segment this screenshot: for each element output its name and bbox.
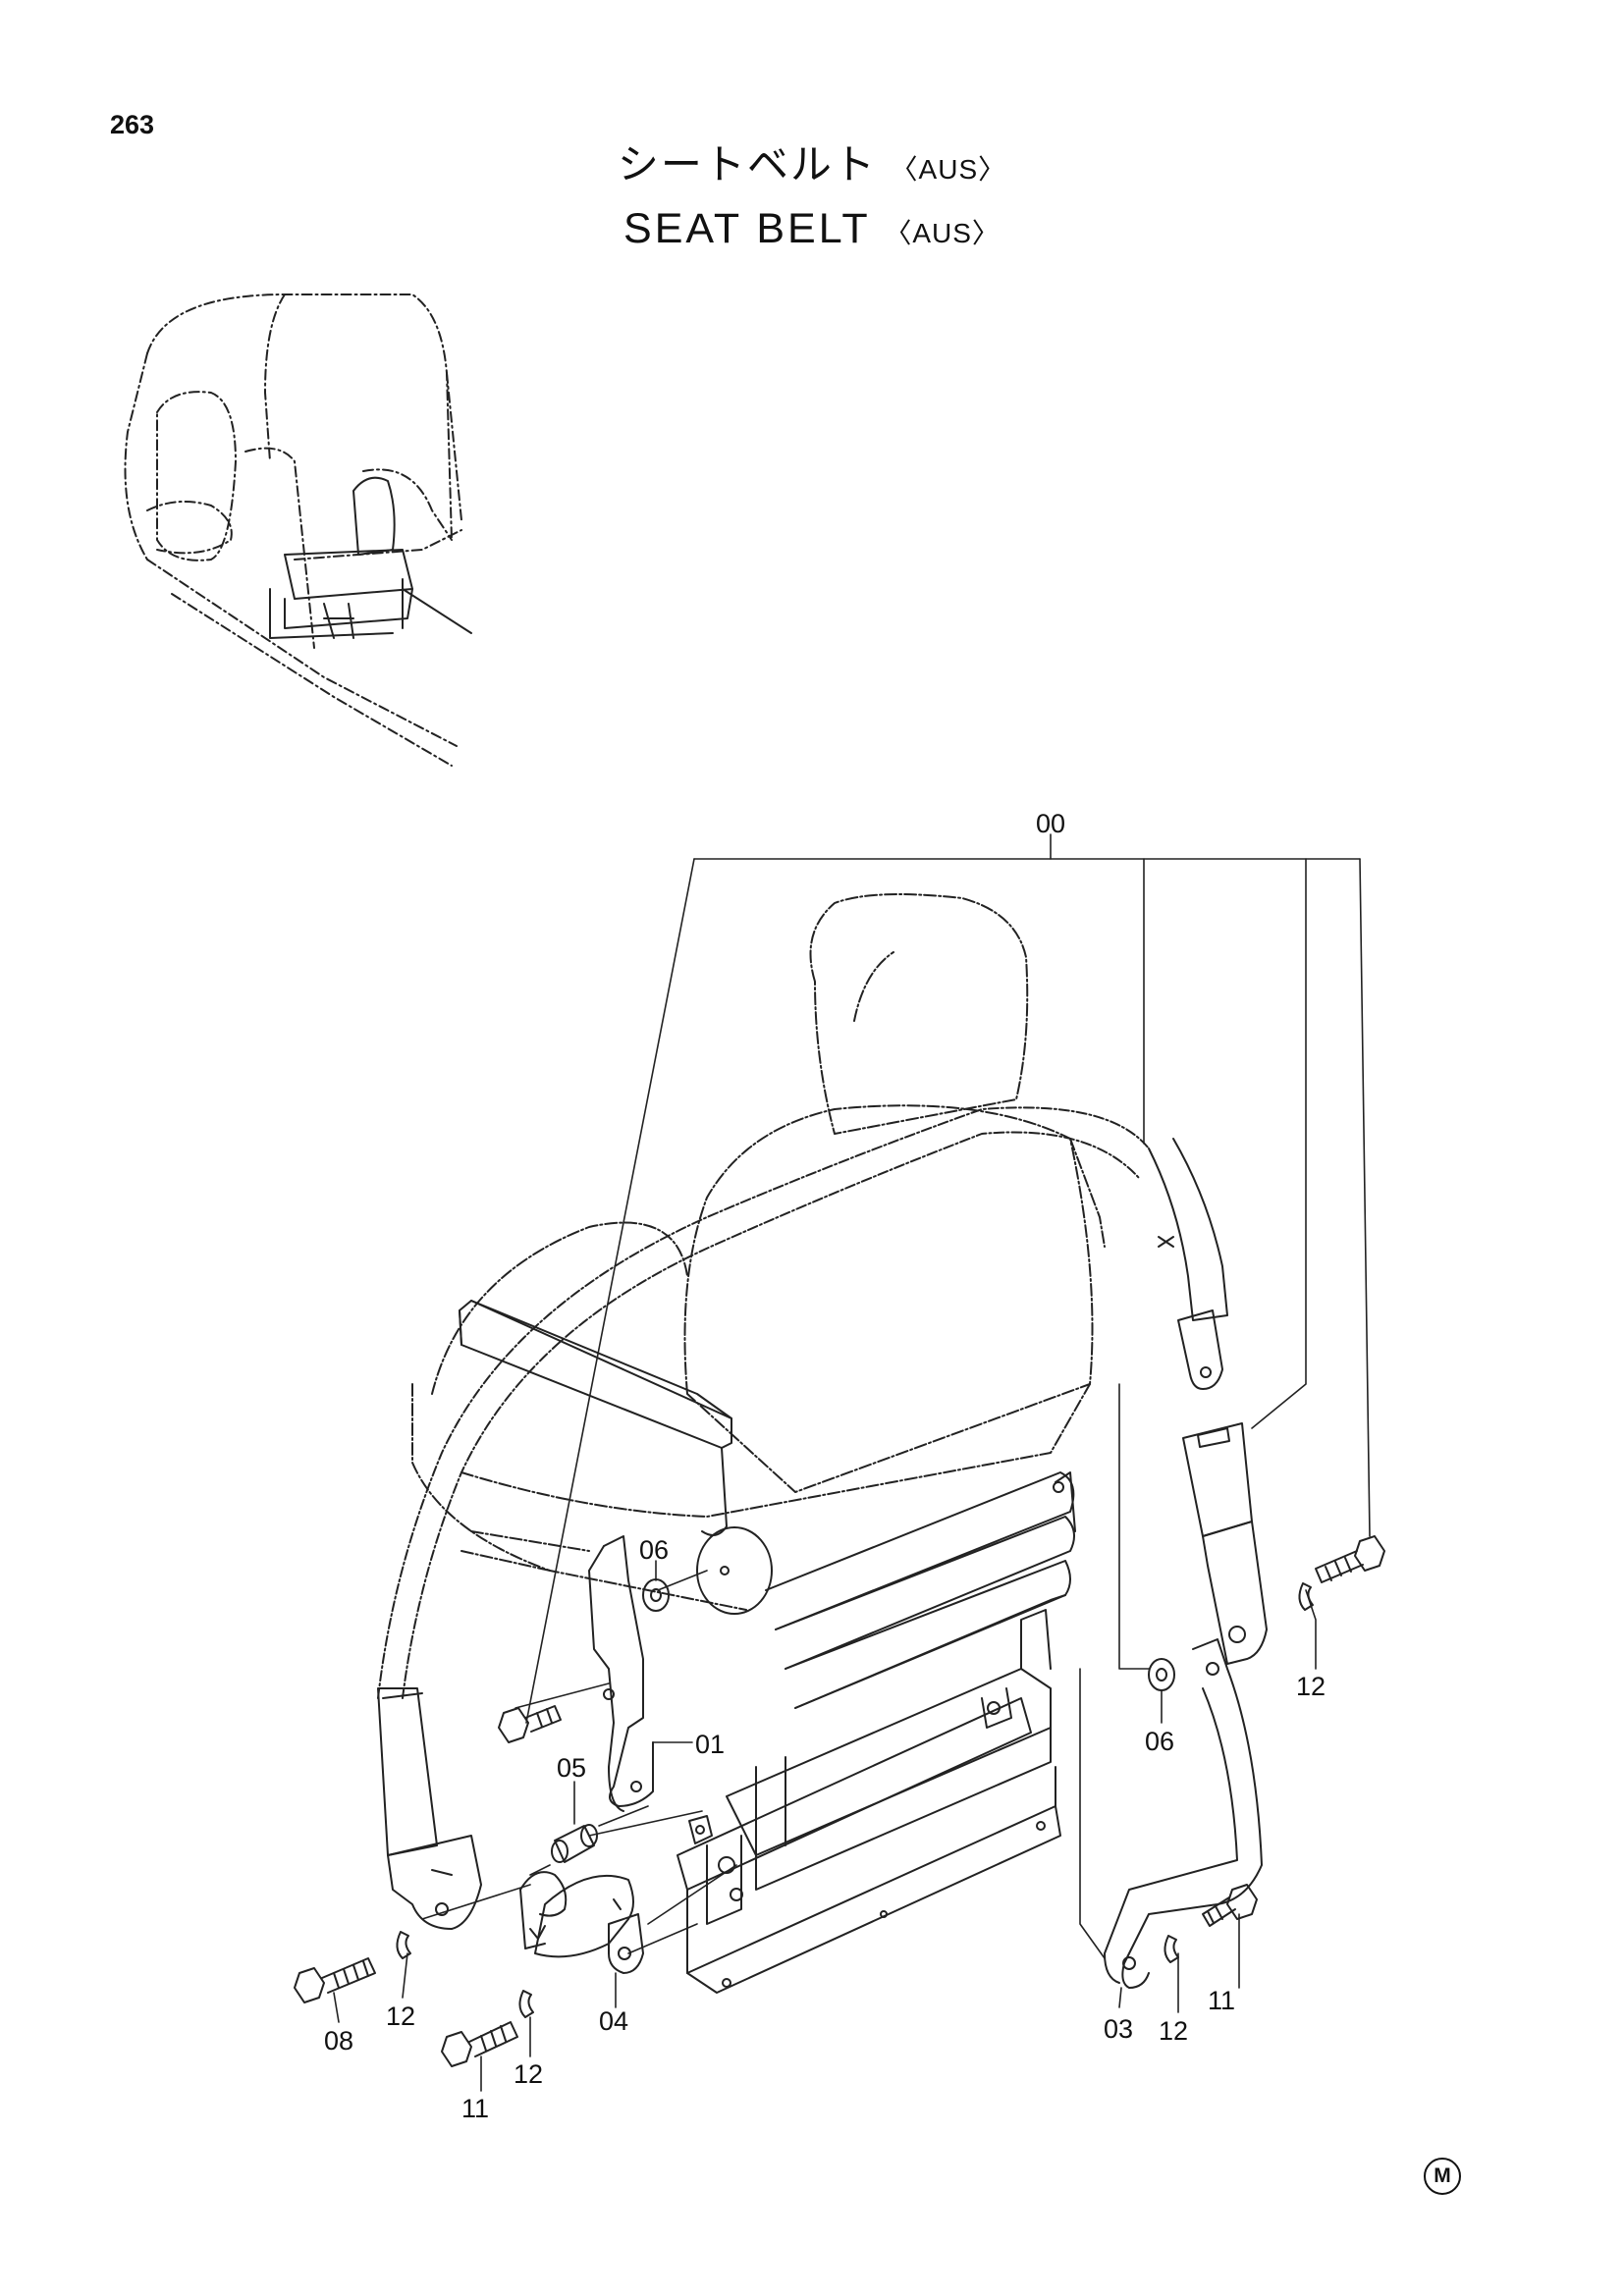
seat-rail-nut bbox=[688, 1815, 713, 1844]
callout-06-right: 06 bbox=[1145, 1727, 1174, 1756]
callout-11-right: 11 bbox=[1208, 1986, 1235, 2015]
bolt-08 bbox=[294, 1957, 376, 2003]
seat-cushion bbox=[411, 1221, 1091, 1611]
seat-armrest-knob bbox=[696, 1526, 773, 1615]
callout-00: 00 bbox=[1036, 809, 1065, 838]
callout-12-b: 12 bbox=[514, 2059, 543, 2089]
spacer-05 bbox=[551, 1824, 598, 1863]
callout-06-left: 06 bbox=[639, 1535, 669, 1565]
callout-08: 08 bbox=[324, 2026, 353, 2056]
callout-12-a: 12 bbox=[386, 2002, 415, 2031]
seatbelt-bracket-01 bbox=[588, 1535, 654, 1812]
callout-05: 05 bbox=[557, 1753, 586, 1783]
bolt-upper-right bbox=[1315, 1535, 1385, 1583]
callout-12-d: 12 bbox=[1296, 1672, 1326, 1701]
callout-04: 04 bbox=[599, 2006, 628, 2036]
page-number: 263 bbox=[110, 110, 155, 139]
seat-suspension-bellows bbox=[765, 1471, 1076, 1709]
callout-12-c: 12 bbox=[1159, 2016, 1188, 2046]
callout-11-left: 11 bbox=[461, 2094, 489, 2123]
seat-headrest bbox=[809, 893, 1029, 1135]
seatbelt-right-lower-strap bbox=[1104, 1638, 1263, 1989]
seat-armrest bbox=[459, 1300, 732, 1536]
title-japanese: シートベルト bbox=[617, 141, 877, 187]
seatbelt-retractor-strap bbox=[519, 1871, 634, 1958]
callout-01: 01 bbox=[695, 1730, 725, 1759]
diagram-title: シートベルト 〈AUS〉 SEAT BELT 〈AUS〉 bbox=[0, 135, 1624, 263]
callout-03: 03 bbox=[1104, 2014, 1133, 2044]
seatbelt-right-upper-strap bbox=[1148, 1138, 1228, 1390]
seatbelt-left-strap bbox=[377, 1106, 1150, 1699]
bolt-11-left bbox=[441, 2021, 518, 2067]
seat-backrest bbox=[683, 1104, 1106, 1493]
leader-lines bbox=[333, 833, 1371, 2092]
bolt-11-right bbox=[1202, 1884, 1258, 1927]
seat-rail-base bbox=[677, 1609, 1061, 1994]
seatbelt-right-buckle bbox=[1182, 1422, 1268, 1665]
variant-tag-english: 〈AUS〉 bbox=[884, 218, 1001, 248]
seatbelt-left-buckle bbox=[377, 1687, 482, 1930]
washer-06-left bbox=[642, 1578, 670, 1612]
washer-06-right bbox=[1148, 1658, 1175, 1691]
cab-inset-illustration bbox=[124, 294, 462, 767]
title-english: SEAT BELT bbox=[623, 205, 871, 252]
title-english-line: SEAT BELT 〈AUS〉 bbox=[0, 199, 1624, 263]
variant-tag-japanese: 〈AUS〉 bbox=[890, 154, 1007, 185]
corner-mark: M bbox=[1424, 2158, 1461, 2195]
title-japanese-line: シートベルト 〈AUS〉 bbox=[0, 135, 1624, 199]
bolt-bracket-01 bbox=[498, 1705, 562, 1743]
cab-inset-seat bbox=[269, 476, 472, 639]
